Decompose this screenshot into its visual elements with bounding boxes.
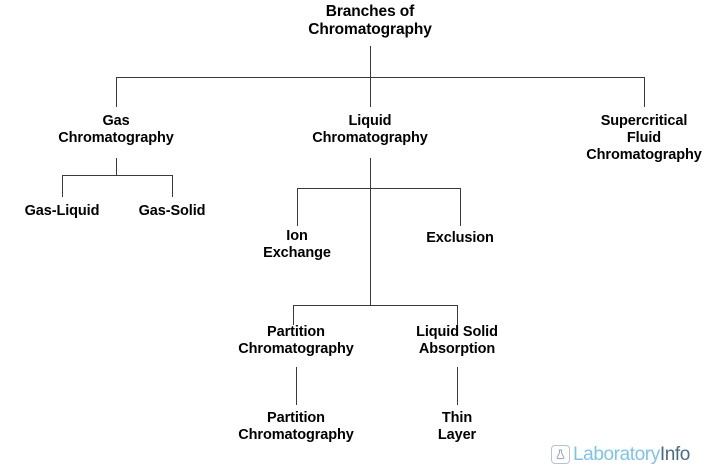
connector-partition-leaf-stem — [296, 367, 297, 405]
connector-liquid-trunk-lower — [370, 188, 371, 305]
connector-level2-bar — [116, 77, 645, 78]
node-gas-solid: Gas-Solid — [138, 203, 206, 219]
connector-liquid-solid-drop — [457, 305, 458, 325]
node-partition-chromatography-leaf: Partition Chromatography — [238, 410, 354, 444]
connector-liquid-bar-2 — [293, 305, 458, 306]
connector-root-stem — [370, 46, 371, 77]
flask-icon — [551, 445, 570, 464]
node-partition-chromatography: Partition Chromatography — [238, 324, 354, 358]
connector-partition-drop — [293, 305, 294, 325]
watermark-word-laboratory: Laboratory — [573, 444, 660, 465]
node-thin-layer: Thin Layer — [437, 410, 477, 444]
node-supercritical-fluid-chromatography: Supercritical Fluid Chromatography — [586, 113, 702, 164]
connector-gas-liquid-drop — [62, 175, 63, 197]
node-exclusion: Exclusion — [426, 230, 494, 246]
node-root: Branches of Chromatography — [308, 3, 432, 39]
node-gas-liquid: Gas-Liquid — [24, 203, 100, 219]
node-ion-exchange: Ion Exchange — [263, 228, 331, 262]
connector-liquid-drop — [370, 77, 371, 107]
node-liquid-chromatography: Liquid Chromatography — [312, 113, 428, 147]
node-liquid-solid-absorption: Liquid Solid Absorption — [416, 324, 498, 358]
connector-exclusion-drop — [460, 188, 461, 226]
watermark-word-info: Info — [659, 444, 690, 465]
node-gas-chromatography: Gas Chromatography — [58, 113, 174, 147]
watermark-logo: LaboratoryInfo — [551, 445, 690, 464]
connector-gas-bar — [62, 175, 173, 176]
connector-liquid-bar — [297, 188, 461, 189]
connector-gas-stem — [116, 158, 117, 175]
connector-supercritical-drop — [644, 77, 645, 107]
watermark-wordmark: LaboratoryInfo — [573, 445, 690, 464]
connector-thin-layer-stem — [457, 367, 458, 405]
connector-gas-drop — [116, 77, 117, 107]
connector-liquid-stem — [370, 158, 371, 188]
connector-gas-solid-drop — [172, 175, 173, 197]
connector-ion-exchange-drop — [297, 188, 298, 226]
